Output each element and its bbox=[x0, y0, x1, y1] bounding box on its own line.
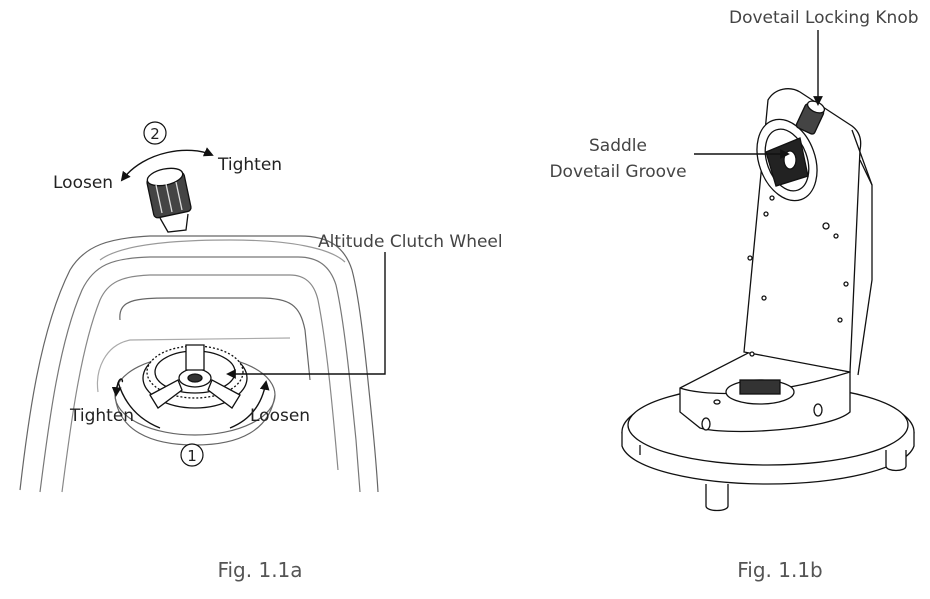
tighten-bottom-label: Tighten bbox=[69, 406, 134, 426]
fig-1-1b-drawing bbox=[621, 88, 915, 512]
tighten-arrow-icon bbox=[111, 378, 124, 397]
step-1-number: 1 bbox=[187, 447, 197, 465]
clutch-leader-line bbox=[226, 252, 386, 379]
tighten-top-label: Tighten bbox=[217, 155, 282, 175]
loosen-top-label: Loosen bbox=[53, 173, 113, 193]
clutch-wheel-label: Altitude Clutch Wheel bbox=[318, 232, 503, 252]
knob-rotation-arrow bbox=[120, 147, 214, 182]
step-2-circle bbox=[143, 121, 167, 145]
saddle-label-line2: Dovetail Groove bbox=[549, 162, 686, 182]
saddle-label-line1: Saddle bbox=[589, 136, 647, 156]
loosen-bottom-label: Loosen bbox=[250, 406, 310, 426]
step-1-circle bbox=[180, 443, 204, 467]
fig-1-1a-drawing bbox=[19, 235, 379, 493]
fig-1-1a-caption: Fig. 1.1a bbox=[217, 558, 302, 582]
altitude-knob-drawing bbox=[146, 167, 192, 233]
clutch-wheel-drawing bbox=[142, 344, 248, 409]
step-2-number: 2 bbox=[150, 125, 160, 143]
loosen-arrow-icon bbox=[229, 380, 270, 429]
knob-label: Dovetail Locking Knob bbox=[729, 8, 919, 28]
tighten-arc bbox=[117, 381, 161, 429]
fig-1-1b-caption: Fig. 1.1b bbox=[737, 558, 823, 582]
